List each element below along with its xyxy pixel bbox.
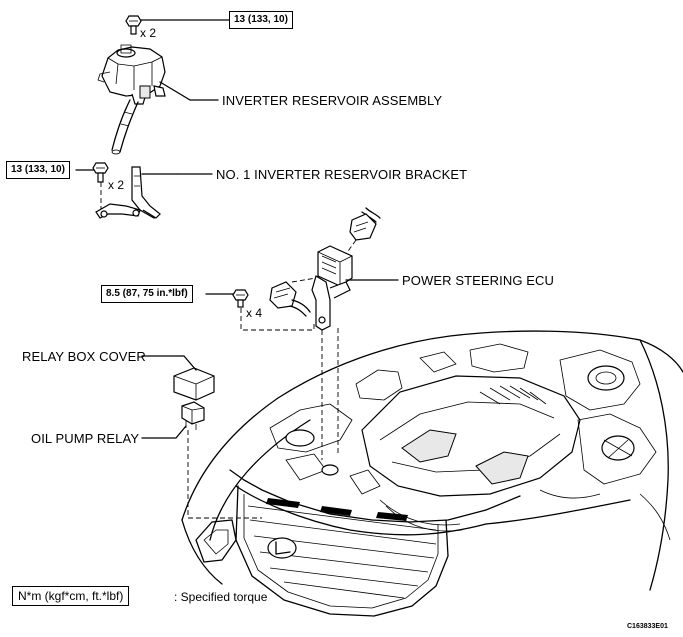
bolt-icon — [92, 162, 109, 183]
bolt-icon — [232, 289, 249, 308]
engine-bay-icon — [181, 330, 683, 617]
ecu-bolt-qty: x 4 — [246, 306, 263, 320]
bracket-bolt-qty: x 2 — [108, 178, 125, 192]
bolt-icon — [125, 15, 142, 35]
relay-cover-label: RELAY BOX COVER — [22, 349, 146, 364]
bracket-icon — [95, 166, 162, 219]
ecu-bolt-torque: 8.5 (87, 75 in.*lbf) — [101, 285, 193, 303]
ecu-label: POWER STEERING ECU — [402, 273, 555, 288]
connector-guide — [345, 239, 357, 255]
relay-cover-leader — [141, 355, 197, 371]
reservoir-leader — [159, 81, 191, 101]
ecu-icon — [311, 245, 353, 331]
legend-unit-box: N*m (kgf*cm, ft.*lbf) — [12, 586, 130, 606]
connector-icon — [269, 281, 311, 317]
ecu-connector-guide — [291, 277, 317, 283]
relay-leader — [141, 425, 187, 439]
ecu-bolt-guide — [240, 308, 315, 331]
relay-cover-icon — [173, 367, 215, 401]
reservoir-bolt-torque: 13 (133, 10) — [229, 11, 293, 29]
reservoir-label: INVERTER RESERVOIR ASSEMBLY — [222, 93, 443, 108]
connector-icon — [349, 207, 381, 241]
relay-icon — [181, 401, 205, 430]
reservoir-bolt-qty: x 2 — [140, 26, 157, 40]
legend-text: : Specified torque — [174, 590, 268, 604]
relay-label: OIL PUMP RELAY — [31, 431, 140, 446]
reservoir-icon — [97, 44, 166, 155]
figure-code: C163833E01 — [627, 623, 668, 630]
bracket-bolt-torque: 13 (133, 10) — [6, 161, 70, 179]
bracket-label: NO. 1 INVERTER RESERVOIR BRACKET — [216, 167, 468, 182]
emblem-icon — [267, 537, 297, 559]
relay-guide — [187, 430, 262, 519]
